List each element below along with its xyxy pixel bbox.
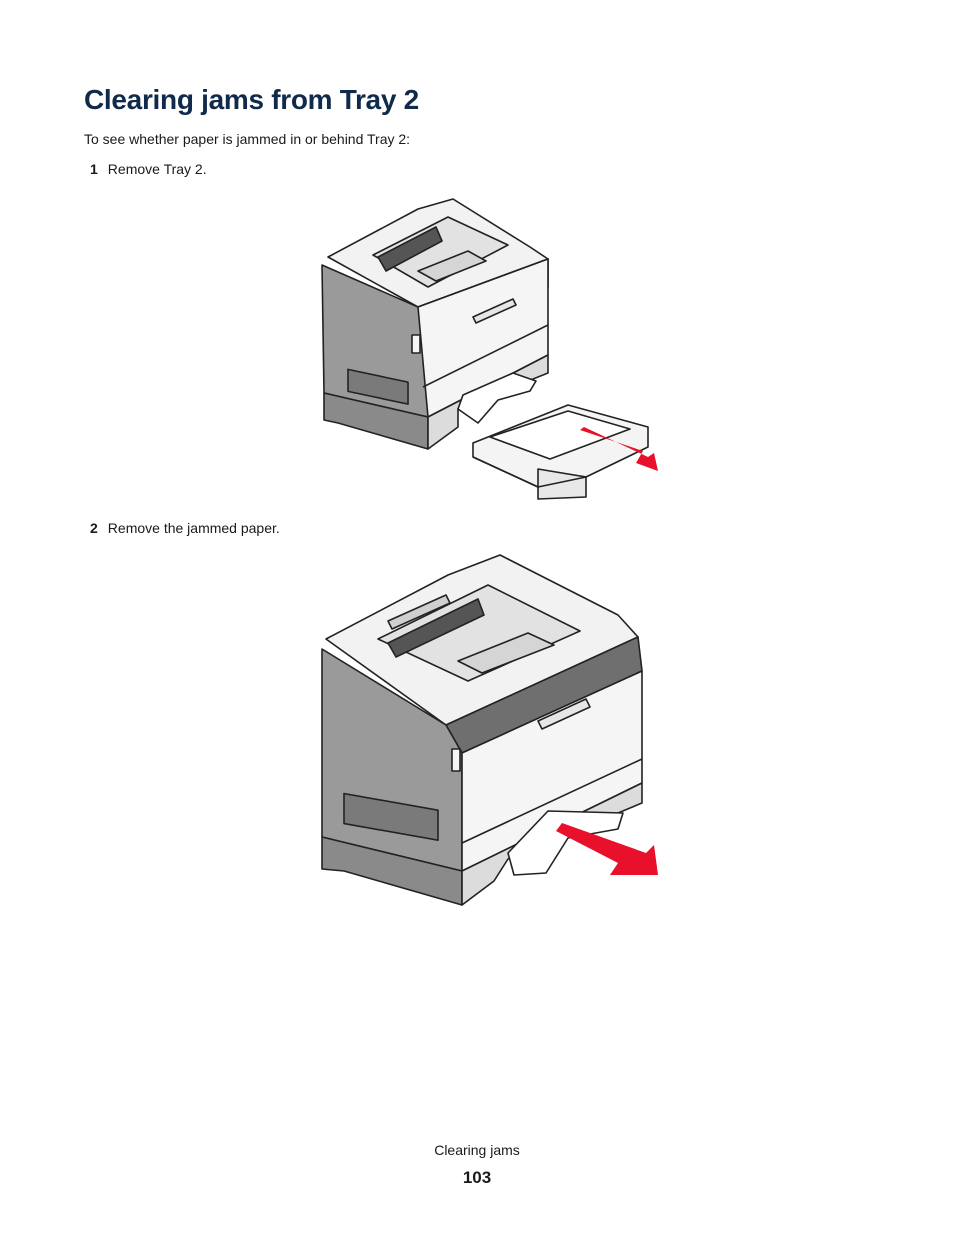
intro-text: To see whether paper is jammed in or beh… — [84, 131, 411, 147]
printer-tray-removal-illustration — [321, 198, 658, 500]
footer-section: Clearing jams — [434, 1142, 520, 1158]
step-text: Remove the jammed paper. — [107, 520, 280, 536]
page-number: 103 — [462, 1168, 492, 1187]
page-title: Clearing jams from Tray 2 — [84, 84, 419, 115]
pull-arrow — [556, 823, 658, 875]
printer-jammed-paper-removal-illustration — [321, 554, 658, 906]
step-number: 1 — [90, 161, 98, 177]
step-text: Remove Tray 2. — [107, 161, 207, 177]
step-number: 2 — [90, 520, 98, 536]
pull-arrow — [580, 427, 658, 471]
step-1: 1 Remove Tray 2. — [90, 161, 207, 177]
step-2: 2 Remove the jammed paper. — [90, 520, 280, 536]
